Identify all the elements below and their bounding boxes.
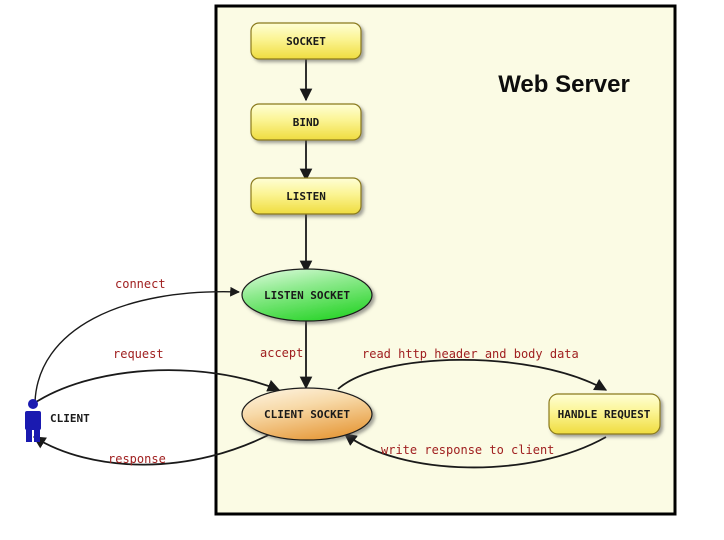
node-listen-label: LISTEN xyxy=(286,190,326,203)
edge-label-request: request xyxy=(113,347,164,361)
node-client-socket[interactable]: CLIENT SOCKET xyxy=(241,387,373,441)
edge-response xyxy=(32,429,279,466)
node-handle-request-label: HANDLE REQUEST xyxy=(558,408,651,421)
node-listen[interactable]: LISTEN xyxy=(250,177,362,215)
node-socket[interactable]: SOCKET xyxy=(250,22,362,60)
client-actor[interactable]: CLIENT xyxy=(25,399,90,442)
client-actor-label: CLIENT xyxy=(50,412,90,425)
node-listen-socket[interactable]: LISTEN SOCKET xyxy=(241,268,373,322)
edge-write-response xyxy=(343,433,607,469)
edge-label-accept: accept xyxy=(260,346,303,360)
edge-connect xyxy=(34,286,240,403)
server-title: Web Server xyxy=(498,71,630,98)
edge-label-connect: connect xyxy=(115,277,166,291)
edge-request xyxy=(32,369,281,405)
edge-label-write-response: write response to client xyxy=(381,443,554,457)
node-bind[interactable]: BIND xyxy=(250,103,362,141)
node-listen-socket-label: LISTEN SOCKET xyxy=(264,289,350,302)
node-socket-label: SOCKET xyxy=(286,35,326,48)
node-client-socket-label: CLIENT SOCKET xyxy=(264,408,350,421)
node-bind-label: BIND xyxy=(293,116,320,129)
edge-read-http xyxy=(337,358,608,391)
edge-label-read-http: read http header and body data xyxy=(362,347,579,361)
node-handle-request[interactable]: HANDLE REQUEST xyxy=(548,393,661,435)
person-icon xyxy=(25,399,41,442)
edge-label-response: response xyxy=(108,452,166,466)
